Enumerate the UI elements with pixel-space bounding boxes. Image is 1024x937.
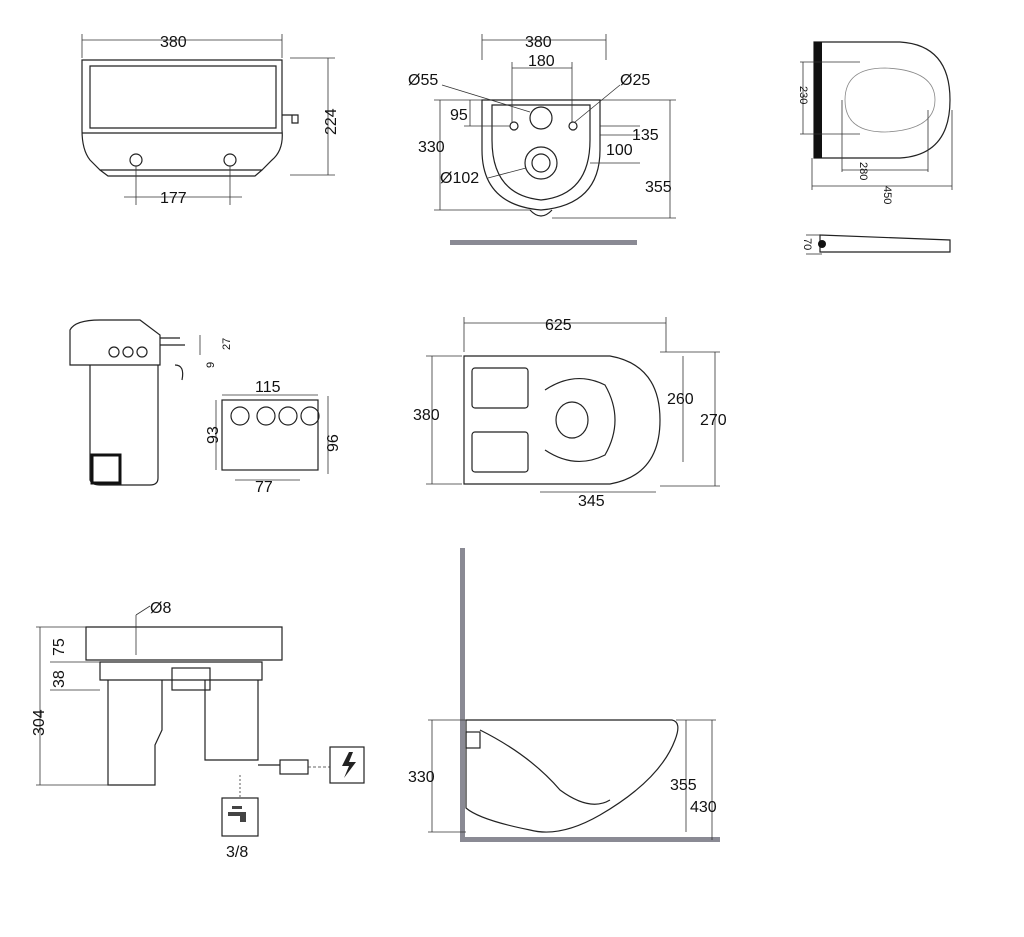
- cistern-section-view: 3/8 Ø8 75 38 304: [31, 600, 365, 861]
- dim-96: 96: [325, 434, 342, 452]
- dim-177: 177: [160, 190, 187, 207]
- dim-380-plan: 380: [413, 407, 440, 424]
- water-inlet-label: 3/8: [226, 844, 248, 861]
- dim-180: 180: [528, 53, 555, 70]
- dim-9: 9: [205, 362, 217, 368]
- dim-100: 100: [606, 142, 633, 159]
- dim-380-top: 380: [525, 34, 552, 51]
- dim-304: 304: [31, 709, 48, 736]
- dim-430: 430: [690, 799, 717, 816]
- dim-d8: Ø8: [150, 600, 171, 617]
- dim-d102: Ø102: [440, 170, 479, 187]
- lightning-icon: [342, 752, 356, 778]
- dim-260: 260: [667, 391, 694, 408]
- bowl-plan-view: 625 380 260 270 345: [413, 317, 727, 510]
- floor-line-side: [460, 837, 720, 842]
- floor-line: [450, 240, 637, 245]
- dim-355-side: 355: [670, 777, 697, 794]
- water-supply-box: [221, 797, 259, 837]
- wall-line: [460, 548, 465, 842]
- dim-625: 625: [545, 317, 572, 334]
- side-view: 330 355 430: [408, 548, 720, 842]
- dim-380: 380: [160, 34, 187, 51]
- dim-224: 224: [323, 108, 340, 135]
- dim-38: 38: [51, 670, 68, 688]
- dim-330-side: 330: [408, 769, 435, 786]
- hinge-bar: [814, 42, 822, 158]
- dim-93: 93: [205, 426, 222, 444]
- dim-d25: Ø25: [620, 72, 650, 89]
- dim-27: 27: [221, 338, 233, 350]
- front-view: 380 224 177: [81, 34, 340, 207]
- dim-230: 230: [797, 86, 809, 104]
- dim-d55: Ø55: [408, 72, 438, 89]
- dim-280: 280: [857, 162, 869, 180]
- dim-115: 115: [255, 379, 281, 396]
- dim-270: 270: [700, 412, 727, 429]
- dim-135: 135: [632, 127, 659, 144]
- dim-450: 450: [881, 186, 893, 204]
- dim-70: 70: [801, 238, 813, 250]
- dim-95: 95: [450, 107, 468, 124]
- bowl-top-view: 380 180 Ø55 Ø25 330 95 135 100 Ø102 355: [408, 34, 676, 245]
- dim-330: 330: [418, 139, 445, 156]
- seat-view: 230 280 450 70: [797, 41, 953, 255]
- dim-75: 75: [51, 638, 68, 656]
- tap-icon: [228, 806, 246, 822]
- dim-77: 77: [255, 479, 273, 496]
- dim-345: 345: [578, 493, 605, 510]
- electric-supply-box: [329, 746, 365, 784]
- dim-355: 355: [645, 179, 672, 196]
- control-panel-view: 27 9 115 93 96 77: [69, 319, 342, 496]
